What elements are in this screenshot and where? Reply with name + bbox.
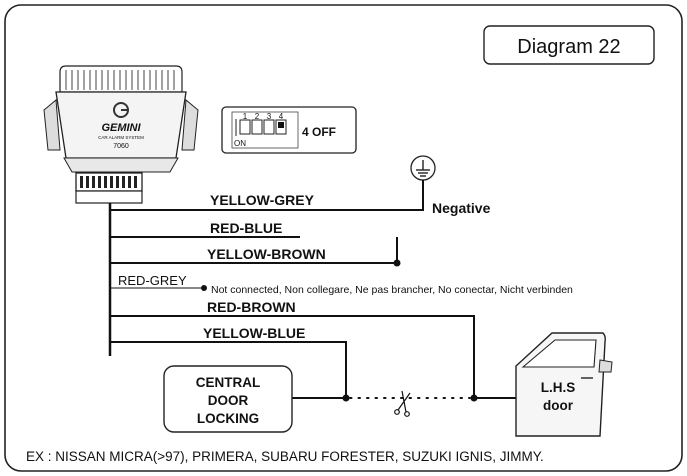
central-locking-line-2: DOOR: [208, 393, 249, 408]
central-locking-line-1: CENTRAL: [196, 375, 261, 390]
dip-on-label: ON: [234, 139, 246, 148]
ground-icon: [410, 155, 436, 181]
unit-brand: GEMINI: [101, 122, 141, 134]
gemini-logo-icon: [113, 102, 129, 118]
dip-number-3: 3: [267, 112, 272, 121]
car-door-icon: [515, 332, 613, 437]
junction-dots: [201, 259, 478, 402]
label-yellow-blue: YELLOW-BLUE: [203, 325, 305, 341]
footer-vehicles: EX : NISSAN MICRA(>97), PRIMERA, SUBARU …: [26, 449, 544, 464]
label-negative: Negative: [432, 200, 491, 216]
door-label-2: door: [543, 398, 574, 413]
central-locking-line-3: LOCKING: [197, 411, 259, 426]
label-red-brown: RED-BROWN: [207, 299, 296, 315]
label-red-grey-note: Not connected, Non collegare, Ne pas bra…: [211, 284, 573, 296]
label-yellow-brown: YELLOW-BROWN: [207, 246, 326, 262]
central-locking-box: [163, 365, 293, 433]
wire-connector: [75, 172, 143, 204]
dip-switch: [221, 106, 357, 154]
dip-number-1: 1: [243, 112, 248, 121]
alarm-unit: [43, 65, 199, 173]
label-red-blue: RED-BLUE: [210, 220, 282, 236]
label-yellow-grey: YELLOW-GREY: [210, 192, 315, 208]
label-red-grey: RED-GREY: [118, 273, 187, 288]
door-label-1: L.H.S: [541, 380, 576, 395]
wire-yellow-blue: [110, 341, 347, 398]
title-box: [483, 25, 655, 65]
dip-number-2: 2: [255, 112, 260, 121]
unit-model: 7060: [113, 143, 129, 150]
wire-red-brown: [110, 315, 516, 399]
wire-yellow-grey: [110, 180, 424, 211]
dip-number-4: 4: [279, 112, 284, 121]
unit-subtitle: CAR ALARM SYSTEM: [98, 135, 144, 140]
scissors-icon: [394, 390, 411, 417]
wires: [108, 180, 516, 399]
diagram-title: Diagram 22: [517, 36, 620, 58]
dip-setting: 4 OFF: [302, 125, 336, 139]
